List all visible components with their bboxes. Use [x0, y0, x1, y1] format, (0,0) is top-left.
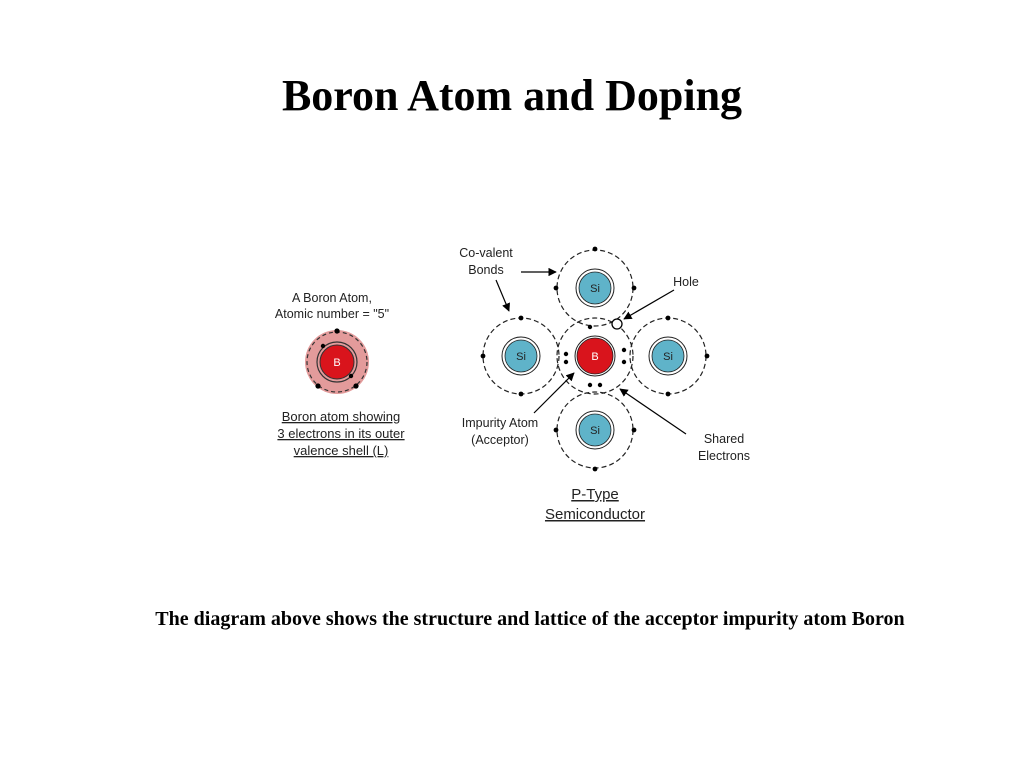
boron-electron: [348, 373, 354, 379]
electron: [480, 353, 486, 359]
boron-atom-figure: A Boron Atom, Atomic number = "5" B Boro…: [275, 291, 405, 458]
hole-label: Hole: [673, 275, 699, 289]
shared-electron: [587, 324, 593, 330]
boron-electron: [315, 383, 321, 389]
electron: [592, 466, 598, 472]
p-type-label-line1: P-Type: [571, 486, 619, 503]
boron-atom-desc-line1: Boron atom showing: [282, 409, 401, 424]
electron: [518, 391, 524, 397]
electron: [518, 315, 524, 321]
shared-electron: [621, 347, 627, 353]
shared-electron: [587, 382, 593, 388]
covalent-bonds-label-line1: Co-valent: [459, 246, 513, 260]
electron: [704, 353, 710, 359]
boron-atom-nucleus-label: B: [333, 357, 340, 369]
si-right-nucleus: [651, 339, 685, 373]
shared-electrons-label-line2: Electrons: [698, 449, 750, 463]
si-bottom-ring: [575, 410, 615, 450]
electron: [592, 246, 598, 252]
boron-atom-desc-line2: 3 electrons in its outer: [277, 426, 405, 441]
diagram-caption: The diagram above shows the structure an…: [155, 608, 905, 630]
p-type-label-line2: Semiconductor: [545, 506, 645, 523]
shared-electrons-label-line1: Shared: [704, 432, 744, 446]
boron-atom-header-line2: Atomic number = "5": [275, 307, 389, 321]
si-top-label: Si: [590, 283, 600, 295]
boron-atom-header-line1: A Boron Atom,: [292, 291, 372, 305]
electron: [631, 285, 637, 291]
covalent-arrow-down: [495, 279, 510, 312]
si-top-nucleus: [578, 271, 612, 305]
hole-arrow: [623, 289, 675, 320]
shared-electrons-arrow: [619, 388, 687, 435]
boron-atom-nucleus: [319, 344, 355, 380]
electron: [665, 315, 671, 321]
shared-electron: [621, 359, 627, 365]
shared-electron: [563, 359, 569, 365]
si-left-label: Si: [516, 351, 526, 363]
impurity-arrow: [533, 372, 575, 414]
si-left-ring: [501, 336, 541, 376]
covalent-bonds-label-line2: Bonds: [468, 263, 503, 277]
impurity-atom-label-line2: (Acceptor): [471, 433, 529, 447]
si-right-label: Si: [663, 351, 673, 363]
shared-electron: [597, 382, 603, 388]
si-right-ring: [648, 336, 688, 376]
electron: [553, 427, 559, 433]
electron: [665, 391, 671, 397]
b-center-ring: [574, 335, 616, 377]
lattice-electrons: [480, 246, 710, 472]
impurity-atom-label-line1: Impurity Atom: [462, 416, 538, 430]
boron-electron: [320, 343, 326, 349]
boron-electron: [353, 383, 359, 389]
shared-electron: [563, 351, 569, 357]
si-left-nucleus: [504, 339, 538, 373]
b-center-nucleus: [576, 337, 614, 375]
b-center-shell: [556, 317, 634, 395]
electron: [631, 427, 637, 433]
hole-marker: [611, 318, 623, 330]
si-top-ring: [575, 268, 615, 308]
boron-atom-desc-line3: valence shell (L): [294, 443, 389, 458]
electron: [553, 285, 559, 291]
boron-electron: [334, 328, 340, 334]
si-bottom-nucleus: [578, 413, 612, 447]
b-center-label: B: [591, 351, 598, 363]
boron-atom-inner-shell: [316, 341, 358, 383]
si-bottom-label: Si: [590, 425, 600, 437]
page-title: Boron Atom and Doping: [281, 71, 743, 120]
